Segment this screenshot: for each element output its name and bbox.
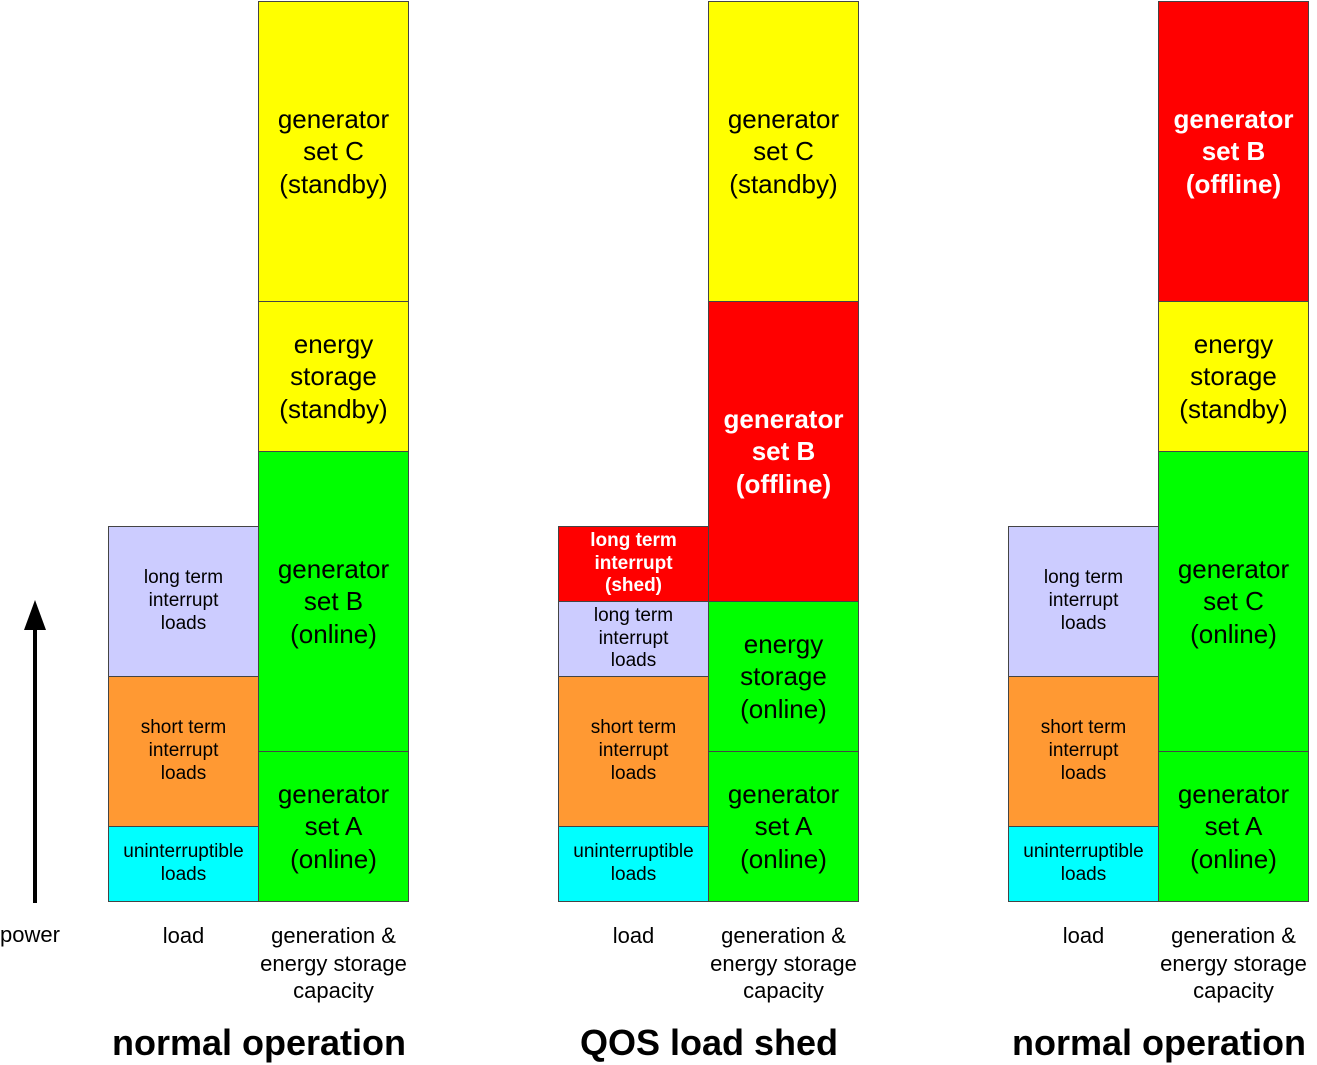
panel-qos-load-shed: uninterruptible loads short term interru… <box>558 0 860 1065</box>
gen-column-label: generation & energy storage capacity <box>1160 923 1307 1004</box>
power-arrow-icon <box>24 600 46 903</box>
load-block-uninterruptible: uninterruptible loads <box>1008 826 1159 902</box>
panel-title: normal operation <box>111 1022 407 1063</box>
load-block-short-term: short term interrupt loads <box>108 676 259 827</box>
load-column-label: load <box>1062 923 1105 948</box>
load-block-long-term-shed: long term interrupt (shed) <box>558 526 709 602</box>
gen-block-generator-a: generator set A (online) <box>708 751 859 902</box>
gen-block-generator-b: generator set B (offline) <box>708 301 859 602</box>
load-block-uninterruptible: uninterruptible loads <box>558 826 709 902</box>
load-column-label: load <box>612 923 655 948</box>
gen-block-energy-storage: energy storage (standby) <box>258 301 409 452</box>
load-block-long-term: long term interrupt loads <box>558 601 709 677</box>
gen-block-generator-a: generator set A (online) <box>1158 751 1309 902</box>
load-block-long-term: long term interrupt loads <box>108 526 259 677</box>
panel-title: normal operation <box>1011 1022 1307 1063</box>
load-block-short-term: short term interrupt loads <box>558 676 709 827</box>
power-axis-label: power <box>0 922 60 947</box>
load-block-uninterruptible: uninterruptible loads <box>108 826 259 902</box>
load-column-label: load <box>162 923 205 948</box>
gen-column-label: generation & energy storage capacity <box>710 923 857 1004</box>
gen-block-generator-b: generator set B (online) <box>258 451 409 752</box>
gen-block-generator-c: generator set C (online) <box>1158 451 1309 752</box>
gen-block-generator-c: generator set C (standby) <box>708 1 859 302</box>
panel-normal-operation-1: uninterruptible loads short term interru… <box>108 0 410 1065</box>
gen-block-generator-b: generator set B (offline) <box>1158 1 1309 302</box>
gen-block-generator-c: generator set C (standby) <box>258 1 409 302</box>
gen-block-energy-storage: energy storage (online) <box>708 601 859 752</box>
panel-title: QOS load shed <box>579 1022 839 1063</box>
gen-column-label: generation & energy storage capacity <box>260 923 407 1004</box>
panel-normal-operation-2: uninterruptible loads short term interru… <box>1008 0 1310 1065</box>
load-block-short-term: short term interrupt loads <box>1008 676 1159 827</box>
gen-block-energy-storage: energy storage (standby) <box>1158 301 1309 452</box>
load-block-long-term: long term interrupt loads <box>1008 526 1159 677</box>
gen-block-generator-a: generator set A (online) <box>258 751 409 902</box>
